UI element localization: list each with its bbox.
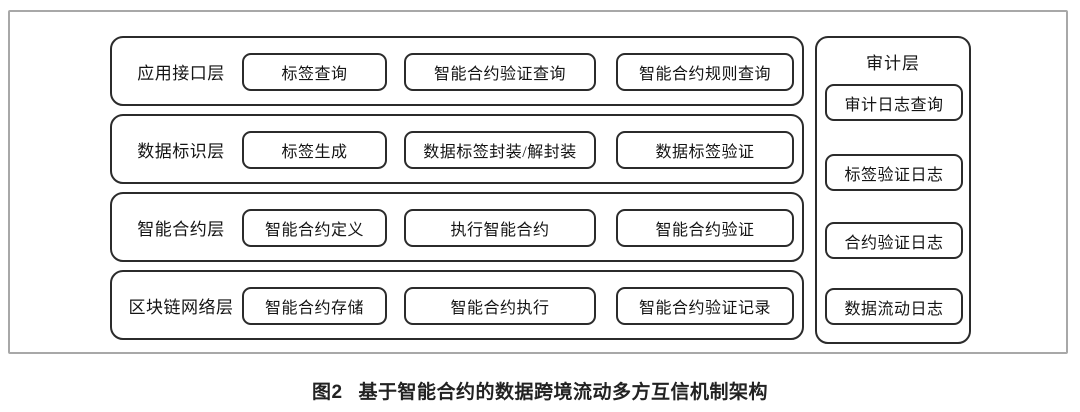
audit-box-data-flow-log: 数据流动日志 — [825, 288, 963, 325]
audit-box-log-query: 审计日志查询 — [825, 84, 963, 121]
layer-label-smart-contract: 智能合约层 — [137, 219, 225, 239]
layer-row-smart-contract: 智能合约层 智能合约定义 执行智能合约 智能合约验证 — [110, 192, 804, 262]
module-box-tag-verify: 数据标签验证 — [616, 131, 794, 169]
module-box-contract-verify: 智能合约验证 — [616, 209, 794, 247]
module-box-tag-query: 标签查询 — [242, 53, 387, 91]
module-box-contract-storage: 智能合约存储 — [242, 287, 387, 325]
module-box-tag-encapsulate: 数据标签封装/解封装 — [404, 131, 596, 169]
audit-panel: 审计层 审计日志查询 标签验证日志 合约验证日志 数据流动日志 — [815, 36, 971, 344]
module-box-contract-verify-query: 智能合约验证查询 — [404, 53, 596, 91]
layer-label-blockchain-network: 区块链网络层 — [128, 297, 234, 317]
layer-label-application-interface: 应用接口层 — [137, 63, 225, 83]
module-box-contract-define: 智能合约定义 — [242, 209, 387, 247]
figure-title: 基于智能合约的数据跨境流动多方互信机制架构 — [358, 382, 769, 403]
figure-caption: 图2 基于智能合约的数据跨境流动多方互信机制架构 — [0, 377, 1080, 404]
module-box-contract-verify-record: 智能合约验证记录 — [616, 287, 794, 325]
audit-panel-title: 审计层 — [866, 54, 920, 73]
figure-number: 图2 — [311, 382, 343, 403]
module-box-contract-rule-query: 智能合约规则查询 — [616, 53, 794, 91]
layer-row-application-interface: 应用接口层 标签查询 智能合约验证查询 智能合约规则查询 — [110, 36, 804, 106]
audit-box-tag-verify-log: 标签验证日志 — [825, 154, 963, 191]
module-box-contract-execute: 执行智能合约 — [404, 209, 596, 247]
layer-row-blockchain-network: 区块链网络层 智能合约存储 智能合约执行 智能合约验证记录 — [110, 270, 804, 340]
layer-row-data-label: 数据标识层 标签生成 数据标签封装/解封装 数据标签验证 — [110, 114, 804, 184]
audit-box-contract-verify-log: 合约验证日志 — [825, 222, 963, 259]
module-box-contract-run: 智能合约执行 — [404, 287, 596, 325]
diagram-frame: 应用接口层 标签查询 智能合约验证查询 智能合约规则查询 数据标识层 标签生成 … — [8, 10, 1068, 354]
module-box-tag-generate: 标签生成 — [242, 131, 387, 169]
layer-label-data-label: 数据标识层 — [137, 141, 225, 161]
